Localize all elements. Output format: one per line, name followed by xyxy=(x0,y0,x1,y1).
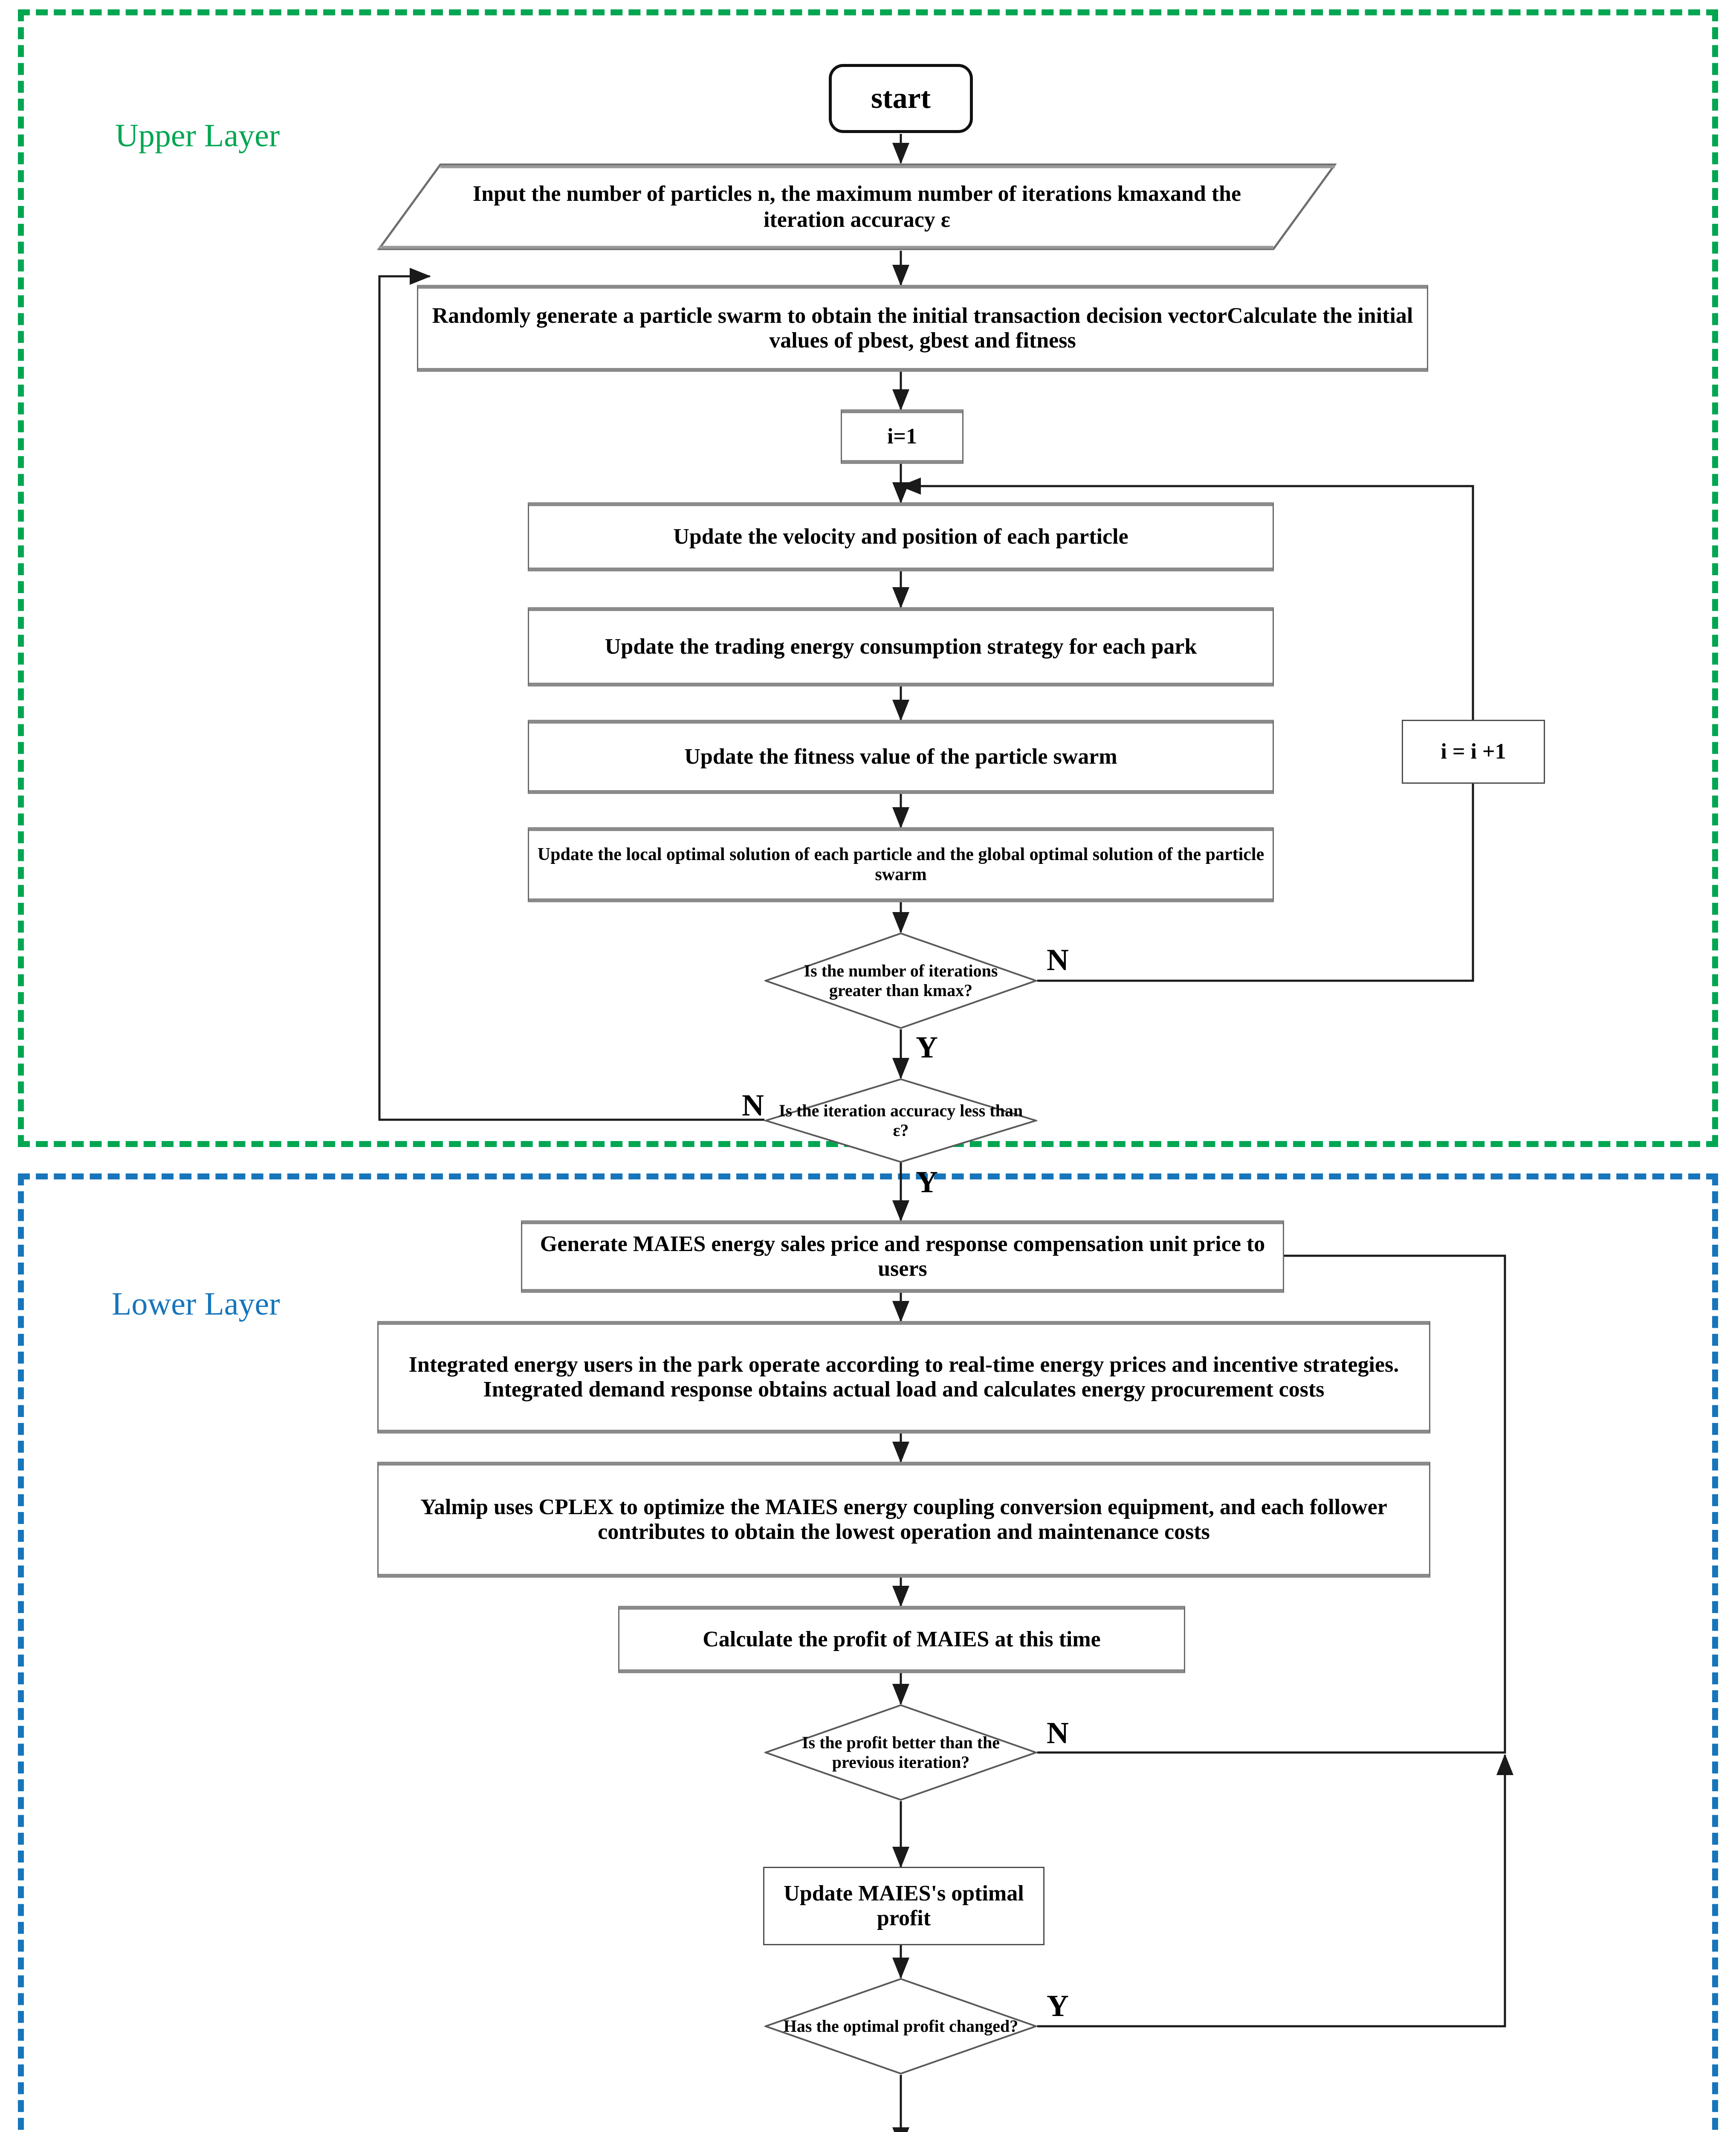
decision-accuracy-label: Is the iteration accuracy less than ε? xyxy=(778,1101,1023,1140)
input-parameters-parallelogram[interactable]: Input the number of particles n, the max… xyxy=(377,163,1337,251)
update-local-global-box[interactable]: Update the local optimal solution of eac… xyxy=(528,827,1274,902)
decision-profit-better-diamond[interactable]: Is the profit better than the previous i… xyxy=(764,1704,1037,1801)
users-operate-box[interactable]: Integrated energy users in the park oper… xyxy=(377,1321,1430,1434)
generate-price-box[interactable]: Generate MAIES energy sales price and re… xyxy=(521,1220,1284,1293)
decision-iterations-diamond[interactable]: Is the number of iterations greater than… xyxy=(764,932,1037,1029)
update-trading-strategy-box[interactable]: Update the trading energy consumption st… xyxy=(528,607,1274,687)
decision-iterations-label: Is the number of iterations greater than… xyxy=(804,961,998,1000)
input-parameters-label: Input the number of particles n, the max… xyxy=(472,181,1241,232)
i-init-box[interactable]: i=1 xyxy=(841,409,963,464)
decision-profit-better-label: Is the profit better than the previous i… xyxy=(801,1733,1000,1772)
branch-label-accuracy-no: N xyxy=(742,1088,764,1122)
lower-layer-boundary xyxy=(18,1173,1718,2132)
i-increment-box[interactable]: i = i +1 xyxy=(1402,720,1545,784)
lower-layer-label: Lower Layer xyxy=(112,1286,280,1322)
init-swarm-box[interactable]: Randomly generate a particle swarm to ob… xyxy=(417,285,1428,372)
decision-profit-changed-label: Has the optimal profit changed? xyxy=(783,2016,1018,2036)
decision-accuracy-diamond[interactable]: Is the iteration accuracy less than ε? xyxy=(764,1078,1037,1163)
update-maies-profit-box[interactable]: Update MAIES's optimal profit xyxy=(763,1867,1044,1945)
upper-layer-label: Upper Layer xyxy=(115,118,280,154)
update-fitness-box[interactable]: Update the fitness value of the particle… xyxy=(528,720,1274,794)
decision-profit-changed-diamond[interactable]: Has the optimal profit changed? xyxy=(764,1978,1037,2075)
branch-label-profit-changed-yes: Y xyxy=(1047,1989,1069,2023)
calculate-profit-box[interactable]: Calculate the profit of MAIES at this ti… xyxy=(618,1606,1185,1673)
branch-label-accuracy-yes: Y xyxy=(916,1165,938,1199)
start-terminator[interactable]: start xyxy=(829,64,973,133)
yalmip-cplex-box[interactable]: Yalmip uses CPLEX to optimize the MAIES … xyxy=(377,1462,1430,1578)
branch-label-profit-better-no: N xyxy=(1047,1716,1069,1750)
branch-label-iterations-no: N xyxy=(1047,943,1069,977)
update-velocity-box[interactable]: Update the velocity and position of each… xyxy=(528,502,1274,571)
branch-label-iterations-yes: Y xyxy=(916,1030,938,1064)
upper-layer-boundary xyxy=(18,9,1718,1147)
